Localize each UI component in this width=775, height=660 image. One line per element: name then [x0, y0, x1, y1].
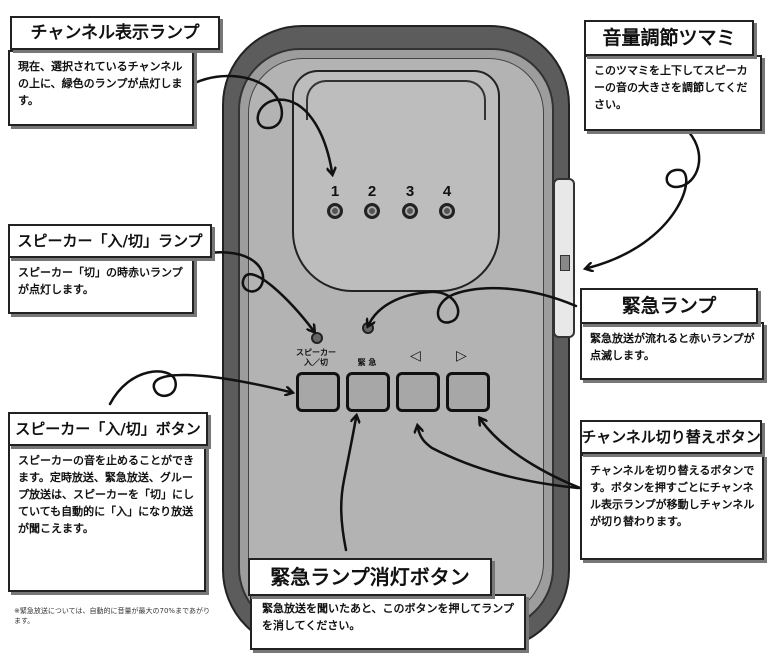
speaker-button-label: スピーカー 入／切 — [296, 348, 336, 367]
callout-emergency-off-title: 緊急ランプ消灯ボタン — [248, 558, 492, 596]
arrow-speaker-lamp — [206, 250, 313, 330]
callout-channel-lamp-box — [8, 50, 194, 126]
footnote: ※緊急放送については、自動的に音量が最大の70%まであがります。 — [14, 607, 211, 625]
emergency-lamp-off-button[interactable] — [346, 372, 390, 412]
channel-lamp-1 — [327, 203, 343, 219]
callout-speaker-lamp-box — [8, 256, 194, 314]
speaker-toggle-button[interactable] — [296, 372, 340, 412]
callout-speaker-lamp-body: スピーカー「切」の時赤いランプが点灯します。 — [18, 266, 183, 296]
channel-number-3: 3 — [405, 183, 415, 200]
channel-lamp-4 — [439, 203, 455, 219]
channel-lamp-2 — [364, 203, 380, 219]
callout-emergency-lamp-body: 緊急放送が流れると赤いランプが点滅します。 — [590, 332, 755, 362]
volume-knob-grip — [560, 255, 570, 271]
callout-speaker-button-title: スピーカー「入/切」ボタン — [8, 412, 208, 446]
callout-channel-lamp-title: チャンネル表示ランプ — [10, 16, 220, 50]
callout-volume-knob-title: 音量調節ツマミ — [584, 20, 754, 56]
callout-volume-knob-box — [584, 55, 762, 131]
speaker-lamp — [311, 332, 323, 344]
channel-next-button[interactable] — [446, 372, 490, 412]
callout-speaker-button-body: スピーカーの音を止めることができます。定時放送、緊急放送、グループ放送は、スピー… — [18, 454, 194, 535]
channel-panel-recess — [306, 80, 486, 120]
callout-channel-lamp-body: 現在、選択されているチャンネルの上に、緑色のランプが点灯します。 — [18, 60, 183, 107]
callout-speaker-lamp-title: スピーカー「入/切」ランプ — [8, 224, 212, 258]
left-arrow-icon: ◁ — [410, 348, 421, 364]
callout-speaker-button-box — [8, 444, 206, 592]
callout-emergency-off-box — [250, 594, 526, 650]
arrow-speaker-button — [108, 370, 290, 406]
callout-emergency-off-body: 緊急放送を聞いたあと、このボタンを押してランプを消してください。 — [262, 602, 514, 632]
callout-channel-switch-title: チャンネル切り替えボタン — [580, 420, 762, 454]
callout-emergency-lamp-title: 緊急ランプ — [580, 288, 758, 324]
channel-number-4: 4 — [442, 183, 452, 200]
emergency-button-label: 緊 急 — [357, 358, 377, 367]
arrow-volume-knob — [588, 126, 701, 268]
channel-panel — [292, 70, 500, 292]
callout-channel-switch-body: チャンネルを切り替えるボタンです。ボタンを押すごとにチャンネル表示ランプが移動し… — [590, 464, 755, 528]
callout-volume-knob-body: このツマミを上下してスピーカーの音の大きさを調節してください。 — [594, 64, 748, 111]
arrow-emergency-lamp — [369, 286, 578, 324]
channel-lamp-3 — [402, 203, 418, 219]
channel-number-2: 2 — [367, 183, 377, 200]
right-arrow-icon: ▷ — [456, 348, 467, 364]
arrow-channel-lamp — [183, 74, 332, 172]
channel-number-1: 1 — [330, 183, 340, 200]
arrow-emergency-off — [339, 418, 356, 552]
channel-prev-button[interactable] — [396, 372, 440, 412]
callout-channel-switch-box — [580, 454, 764, 560]
callout-emergency-lamp-box — [580, 322, 764, 380]
arrow-channel-prev — [418, 428, 580, 490]
